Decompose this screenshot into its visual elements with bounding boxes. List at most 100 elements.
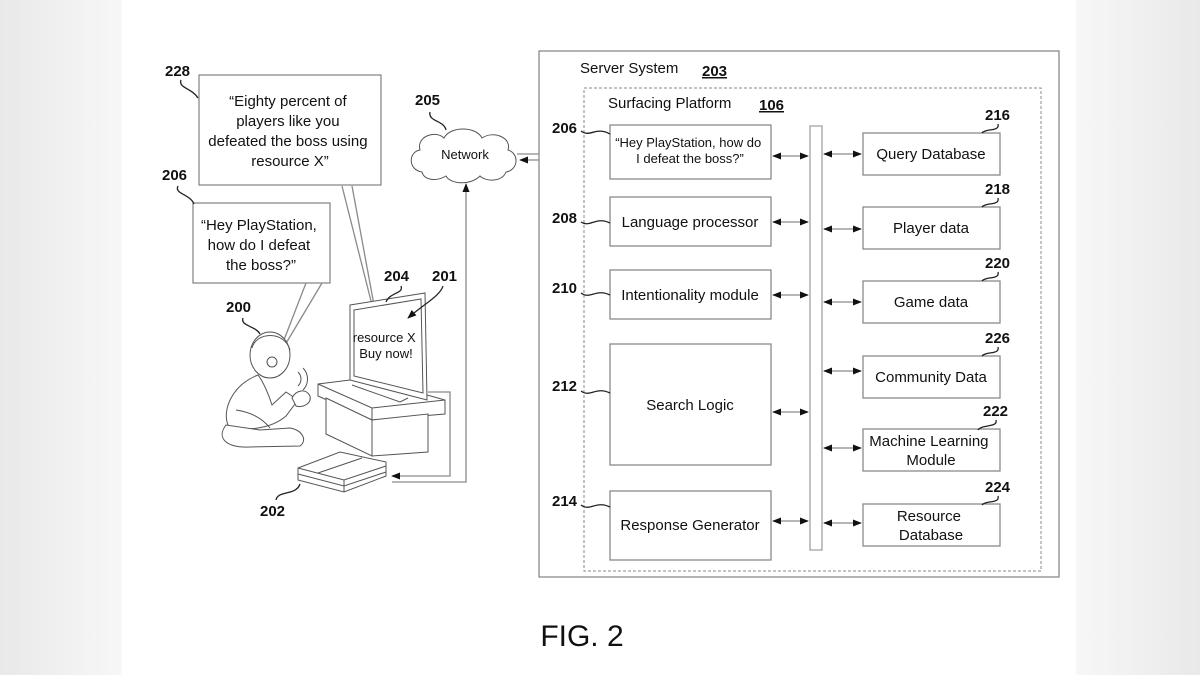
store-ml-line-2: Module: [906, 452, 955, 469]
query-line-3: the boss?”: [226, 257, 296, 274]
query-bubble-text: “Hey PlayStation, how do I defeat the bo…: [201, 217, 321, 274]
store-community-data: Community Data 226: [823, 330, 1010, 399]
ref-label-205: 205: [415, 92, 440, 109]
module-search-logic-label: Search Logic: [646, 397, 734, 414]
ref-label-208: 208: [552, 210, 577, 227]
game-console-sketch-icon: [297, 451, 387, 493]
store-resource-line-1: Resource: [897, 508, 961, 525]
query-bubble-box: [192, 202, 331, 284]
surfacing-platform-title: Surfacing Platform: [608, 95, 731, 112]
store-machine-learning: Machine Learning Module 222: [823, 403, 1008, 472]
figure-caption: FIG. 2: [540, 620, 623, 653]
ref-label-203: 203: [702, 63, 727, 80]
response-line-4: resource X”: [251, 153, 329, 170]
query-line-1: “Hey PlayStation,: [201, 217, 317, 234]
network-label: Network: [441, 147, 489, 162]
store-ml-line-1: Machine Learning: [869, 433, 988, 450]
television-sketch-icon: resource X Buy now!: [349, 292, 428, 403]
module-intentionality: Intentionality module 210: [552, 269, 809, 320]
ref-label-204: 204: [384, 268, 410, 285]
store-query-database: Query Database 216: [823, 107, 1010, 176]
leader-line-222: [977, 419, 997, 431]
server-system-title: Server System: [580, 60, 678, 77]
store-player-data-label: Player data: [893, 220, 970, 237]
query-speech-bubble: “Hey PlayStation, how do I defeat the bo…: [162, 167, 331, 346]
module-response-generator-label: Response Generator: [620, 517, 759, 534]
tv-screen-line-2: Buy now!: [359, 346, 412, 361]
ref-label-206: 206: [552, 120, 577, 137]
module-response-generator: Response Generator 214: [552, 490, 809, 561]
ref-label-228: 228: [165, 63, 190, 80]
ref-label-212: 212: [552, 378, 577, 395]
response-line-1: “Eighty percent of: [229, 93, 347, 110]
module-query-text: “Hey PlayStation, how do I defeat the bo…: [615, 135, 765, 166]
response-speech-bubble: “Eighty percent of players like you defe…: [165, 63, 382, 306]
console-network-connector: [392, 183, 470, 483]
response-line-2: players like you: [236, 113, 339, 130]
ref-label-222: 222: [983, 403, 1008, 420]
response-line-3: defeated the boss using: [208, 133, 367, 150]
ref-label-200: 200: [226, 299, 251, 316]
store-query-database-label: Query Database: [876, 146, 985, 163]
module-language-processor-label: Language processor: [622, 214, 759, 231]
leader-line-212: [580, 390, 611, 394]
bubble-tail-right: [351, 185, 375, 306]
ref-label-216: 216: [985, 107, 1010, 124]
leader-line-206: [580, 130, 611, 135]
leader-line-228: [179, 79, 199, 99]
store-resource-line-2: Database: [899, 527, 963, 544]
leader-line-214: [580, 504, 611, 508]
leader-arrow-201: [407, 285, 444, 319]
ref-label-226: 226: [985, 330, 1010, 347]
tv-console-connector: [391, 391, 451, 480]
leader-line-220: [981, 271, 999, 282]
leader-line-202: [275, 483, 301, 501]
response-bubble-box: [198, 74, 382, 186]
module-query: “Hey PlayStation, how do I defeat the bo…: [552, 120, 809, 180]
ref-label-210: 210: [552, 280, 577, 297]
right-margin-shade: [1076, 0, 1200, 675]
ref-label-220: 220: [985, 255, 1010, 272]
ref-label-206-user: 206: [162, 167, 187, 184]
leader-line-206-user: [176, 185, 195, 205]
leader-line-226: [981, 346, 999, 357]
ref-label-106: 106: [759, 97, 784, 114]
leader-line-224: [981, 495, 999, 506]
tv-screen-text: resource X Buy now!: [353, 330, 420, 361]
ref-label-218: 218: [985, 181, 1010, 198]
response-bubble-text: “Eighty percent of players like you defe…: [208, 93, 371, 170]
ref-label-224: 224: [985, 479, 1011, 496]
ref-label-202: 202: [260, 503, 285, 520]
module-query-line-2: I defeat the boss?”: [636, 151, 744, 166]
module-search-logic: Search Logic 212: [552, 343, 809, 466]
leader-line-208: [580, 220, 611, 225]
data-bus: [809, 125, 823, 551]
person-sketch-icon: [221, 331, 311, 448]
query-tail-right: [284, 282, 323, 346]
store-community-data-label: Community Data: [875, 369, 987, 386]
tv-stand-sketch-icon: [317, 377, 446, 457]
module-intentionality-label: Intentionality module: [621, 287, 759, 304]
leader-line-204: [385, 285, 403, 303]
leader-line-205: [429, 111, 447, 131]
cloud-icon: [410, 128, 517, 184]
store-player-data: Player data 218: [823, 181, 1010, 250]
ref-label-201: 201: [432, 268, 457, 285]
module-language-processor: Language processor 208: [552, 196, 809, 247]
query-tail-left: [281, 282, 307, 346]
store-resource-database-text: Resource Database: [897, 508, 965, 544]
leader-line-218: [981, 197, 999, 208]
network-cloud: Network: [410, 128, 517, 184]
module-query-line-1: “Hey PlayStation, how do: [615, 135, 761, 150]
tv-screen-line-1: resource X: [353, 330, 416, 345]
leader-line-210: [580, 292, 611, 296]
store-game-data-label: Game data: [894, 294, 969, 311]
ref-label-214: 214: [552, 493, 578, 510]
leader-line-200: [242, 317, 261, 335]
left-margin-shade: [0, 0, 122, 675]
store-game-data: Game data 220: [823, 255, 1010, 324]
store-resource-database: Resource Database 224: [823, 479, 1011, 547]
leader-line-216: [981, 123, 999, 134]
store-machine-learning-text: Machine Learning Module: [869, 433, 992, 469]
